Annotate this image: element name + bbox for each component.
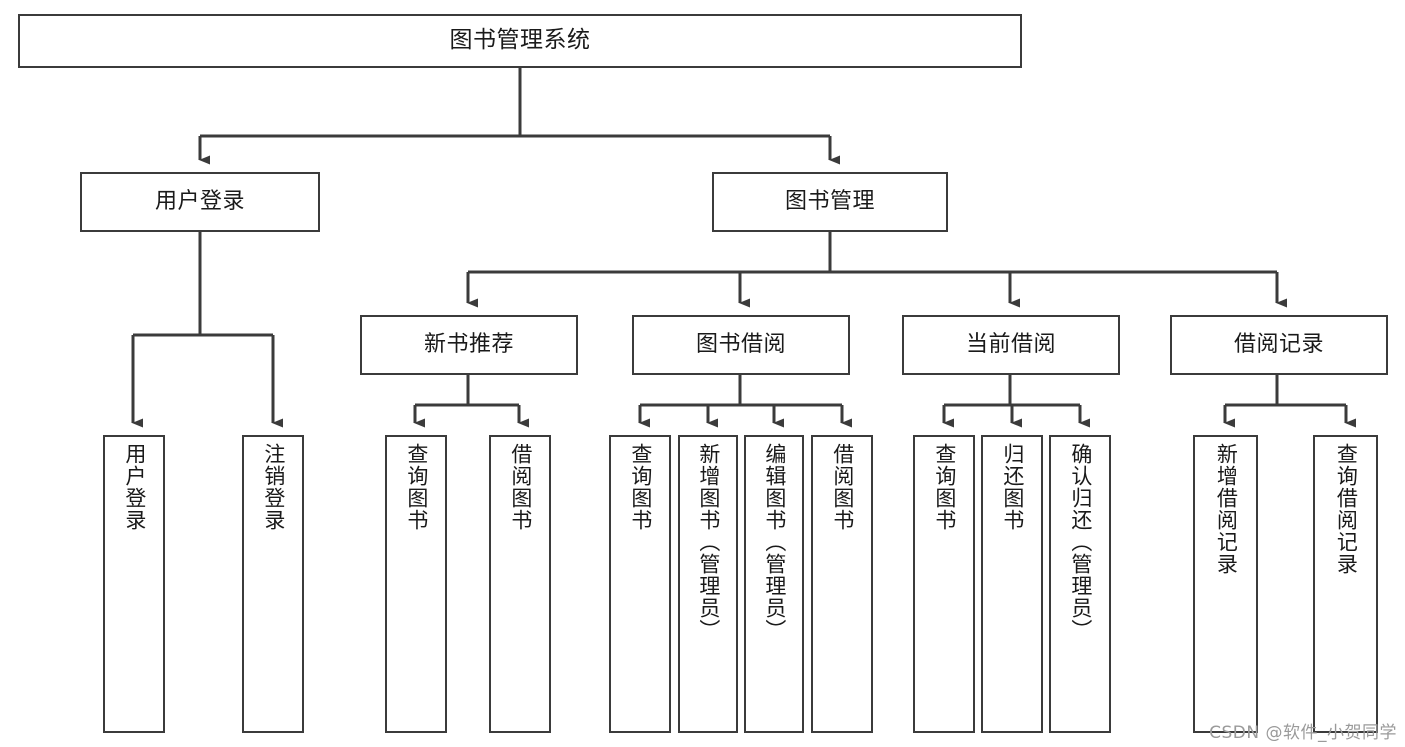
node-leaf-return-book[interactable]: 归还图书: [981, 435, 1043, 733]
node-book-borrow[interactable]: 图书借阅: [632, 315, 850, 375]
node-leaf-query-book-2[interactable]: 查询图书: [609, 435, 671, 733]
node-leaf-add-book-label: 新增图书（管理员）: [696, 443, 721, 641]
node-current-borrow[interactable]: 当前借阅: [902, 315, 1120, 375]
node-leaf-add-book[interactable]: 新增图书（管理员）: [678, 435, 738, 733]
node-leaf-user-login-label: 用户登录: [122, 443, 147, 531]
node-leaf-query-book-1-label: 查询图书: [404, 443, 429, 531]
node-leaf-query-book-2-label: 查询图书: [628, 443, 653, 531]
node-book-manage-label: 图书管理: [784, 189, 875, 215]
node-leaf-confirm-return[interactable]: 确认归还（管理员）: [1049, 435, 1111, 733]
node-leaf-borrow-book-2[interactable]: 借阅图书: [811, 435, 873, 733]
csdn-watermark: CSDN @软件_小贺同学: [1209, 723, 1397, 743]
node-root-label: 图书管理系统: [449, 27, 591, 54]
node-leaf-query-record-label: 查询借阅记录: [1334, 443, 1359, 575]
node-book-borrow-label: 图书借阅: [695, 332, 786, 358]
node-leaf-borrow-book-1-label: 借阅图书: [508, 443, 533, 531]
node-leaf-query-book-3-label: 查询图书: [932, 443, 957, 531]
node-leaf-add-record-label: 新增借阅记录: [1214, 443, 1239, 575]
node-leaf-borrow-book-1[interactable]: 借阅图书: [489, 435, 551, 733]
node-leaf-query-book-3[interactable]: 查询图书: [913, 435, 975, 733]
node-leaf-query-book-1[interactable]: 查询图书: [385, 435, 447, 733]
node-root[interactable]: 图书管理系统: [18, 14, 1022, 68]
node-user-login[interactable]: 用户登录: [80, 172, 320, 232]
node-leaf-return-book-label: 归还图书: [1000, 443, 1025, 531]
node-borrow-record-label: 借阅记录: [1233, 332, 1324, 358]
node-leaf-confirm-return-label: 确认归还（管理员）: [1068, 443, 1093, 641]
node-leaf-query-record[interactable]: 查询借阅记录: [1313, 435, 1378, 733]
node-current-borrow-label: 当前借阅: [965, 332, 1056, 358]
node-leaf-logout[interactable]: 注销登录: [242, 435, 304, 733]
node-leaf-user-login[interactable]: 用户登录: [103, 435, 165, 733]
node-user-login-label: 用户登录: [154, 189, 245, 215]
node-leaf-add-record[interactable]: 新增借阅记录: [1193, 435, 1258, 733]
node-leaf-edit-book-label: 编辑图书（管理员）: [762, 443, 787, 641]
node-leaf-logout-label: 注销登录: [261, 443, 286, 531]
node-book-manage[interactable]: 图书管理: [712, 172, 948, 232]
node-leaf-edit-book[interactable]: 编辑图书（管理员）: [744, 435, 804, 733]
node-new-book-rec[interactable]: 新书推荐: [360, 315, 578, 375]
node-leaf-borrow-book-2-label: 借阅图书: [830, 443, 855, 531]
node-borrow-record[interactable]: 借阅记录: [1170, 315, 1388, 375]
node-new-book-rec-label: 新书推荐: [423, 332, 514, 358]
